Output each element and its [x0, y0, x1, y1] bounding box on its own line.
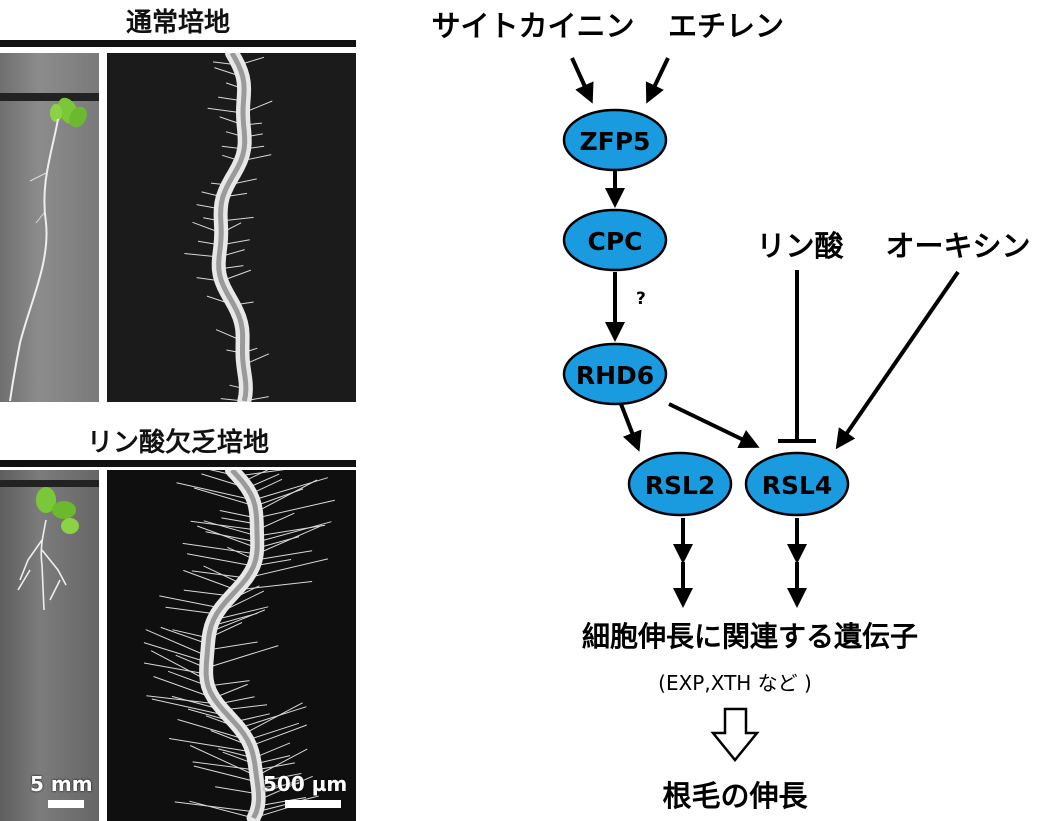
target-examples-label: (EXP,XTH など )	[658, 671, 812, 695]
deficient-hair	[257, 521, 332, 543]
deficient-hair	[256, 499, 335, 519]
deficient-hair	[255, 550, 313, 561]
seedling-normal-drawing	[0, 93, 99, 402]
node-rsl2: RSL2	[627, 451, 733, 517]
root-hair-photo-deficient: 500 µm	[107, 470, 356, 821]
node-zfp5-label: ZFP5	[580, 127, 651, 156]
seedling-deficient-drawing	[0, 480, 99, 611]
normal-root-core	[216, 53, 249, 402]
deficient-hair	[215, 786, 259, 795]
deficient-hair	[146, 695, 219, 705]
deficient-hair	[192, 761, 256, 771]
scale-label-500um: 500 µm	[263, 772, 348, 796]
deficient-hair	[191, 570, 247, 579]
deficient-hair	[183, 569, 237, 591]
deficient-hair	[239, 706, 307, 729]
deficient-hair	[150, 650, 207, 681]
deficient-hair	[205, 531, 258, 543]
input-cytokinin-label: サイトカイニン	[431, 9, 634, 43]
target-genes-label: 細胞伸長に関連する遺伝子	[582, 620, 918, 653]
seedling-photo-normal	[0, 53, 99, 402]
deficient-hair	[145, 629, 208, 657]
deficient-hair	[255, 479, 318, 513]
phosphate-deficient-title: リン酸欠乏培地	[86, 428, 269, 458]
deficient-root-core	[203, 470, 262, 820]
node-cpc: CPC	[562, 208, 668, 272]
deficient-hair	[237, 470, 285, 477]
title-rule-bottom	[0, 460, 356, 467]
node-rsl2-label: RSL2	[645, 471, 716, 500]
deficient-hair	[247, 722, 300, 741]
arrow-ethylene-to-zfp5	[645, 57, 670, 104]
node-cpc-label: CPC	[587, 227, 642, 256]
deficient-hair	[207, 641, 258, 651]
deficient-hair	[182, 542, 257, 555]
node-rhd6-label: RHD6	[576, 361, 654, 390]
seedling-photo-deficient: 5 mm	[0, 470, 99, 821]
deficient-hair	[193, 487, 256, 507]
arrow-rhd6-to-rsl2	[619, 403, 642, 452]
deficient-hair	[206, 645, 279, 669]
deficient-hair	[193, 765, 258, 783]
title-rule-top	[0, 40, 356, 47]
deficient-hair	[189, 745, 257, 777]
deficient-hair	[153, 676, 214, 699]
scale-label-5mm: 5 mm	[30, 772, 93, 796]
deficient-hair	[213, 606, 269, 621]
deficient-hair	[236, 581, 313, 591]
arrow-cytokinin-to-zfp5	[570, 57, 594, 104]
deficient-hair	[189, 800, 254, 819]
deficient-hair	[256, 524, 323, 555]
deficient-hair	[197, 525, 258, 549]
input-phosphate-label: リン酸	[756, 229, 844, 263]
scale-bar-500um	[285, 800, 341, 808]
input-ethylene-label: エチレン	[668, 9, 784, 43]
deficient-hair	[257, 797, 307, 807]
input-auxin-label: オーキシン	[885, 229, 1030, 263]
uncertain-mark: ?	[636, 289, 646, 309]
scale-bar-5mm	[48, 800, 84, 808]
deficient-hair	[190, 520, 258, 531]
deficient-hair	[246, 558, 329, 579]
outcome-label: 根毛の伸長	[662, 779, 808, 813]
deficient-hair	[257, 773, 302, 783]
outcome-hollow-arrow	[710, 707, 760, 762]
arrow-auxin-to-rsl4	[835, 270, 960, 450]
deficient-hair	[159, 595, 221, 609]
deficient-hair	[160, 626, 209, 645]
deficient-hair	[151, 698, 229, 717]
deficient-hair	[174, 801, 257, 813]
root-hair-normal-drawing	[184, 53, 273, 402]
arrow-rhd6-to-rsl4	[668, 402, 760, 449]
node-rsl4: RSL4	[744, 451, 850, 517]
deficient-hair	[169, 738, 253, 753]
deficient-hair	[165, 606, 217, 615]
deficient-hair	[143, 662, 207, 675]
node-rsl4-label: RSL4	[762, 471, 833, 500]
deficient-hair	[209, 609, 266, 633]
deficient-hair	[242, 470, 269, 483]
deficient-hair	[143, 642, 207, 663]
root-hair-photo-normal	[107, 53, 356, 402]
deficient-hair	[203, 520, 258, 537]
deficient-hair	[177, 719, 248, 741]
normal-medium-title: 通常培地	[125, 8, 230, 38]
node-zfp5: ZFP5	[562, 108, 668, 172]
deficient-hair	[250, 724, 307, 747]
root-hair-deficient-drawing	[143, 470, 335, 821]
deficient-hair	[258, 775, 313, 801]
deficient-hair	[258, 779, 301, 795]
node-rhd6: RHD6	[562, 342, 668, 406]
deficient-hair	[243, 702, 303, 735]
deficient-hair	[186, 553, 254, 567]
deficient-hair	[253, 477, 328, 501]
deficient-hair	[176, 482, 254, 501]
deficient-hair	[256, 748, 308, 777]
